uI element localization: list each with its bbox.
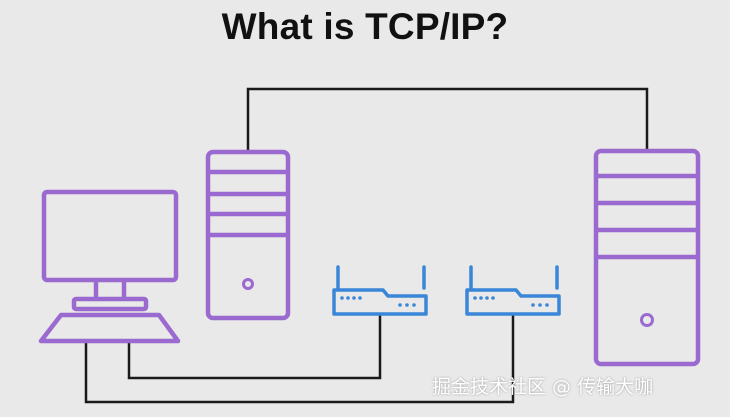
- router-2-body: [465, 288, 561, 316]
- cable-computer-to-router-1: [127, 315, 382, 380]
- cable-computer-to-router-2: [84, 315, 515, 404]
- router-2-icon: [465, 265, 561, 316]
- server-right-icon: [593, 148, 701, 367]
- monitor-base: [71, 296, 149, 312]
- monitor-screen: [41, 189, 179, 283]
- network-cables: [84, 87, 649, 404]
- desktop-computer-icon: [38, 189, 181, 344]
- server-right-power-button: [640, 313, 654, 327]
- router-1-led-lights: [340, 296, 416, 307]
- keyboard: [38, 312, 181, 344]
- diagram-title: What is TCP/IP?: [221, 6, 509, 47]
- router-1-body: [332, 288, 428, 316]
- watermark-text: 掘金技术社区 @ 传输大咖: [432, 376, 654, 398]
- router-2-led-lights: [473, 296, 549, 307]
- server-left-power-button: [242, 278, 254, 290]
- router-1-icon: [332, 265, 428, 316]
- cable-server-left-to-server-right: [246, 87, 649, 152]
- server-left-icon: [205, 149, 291, 321]
